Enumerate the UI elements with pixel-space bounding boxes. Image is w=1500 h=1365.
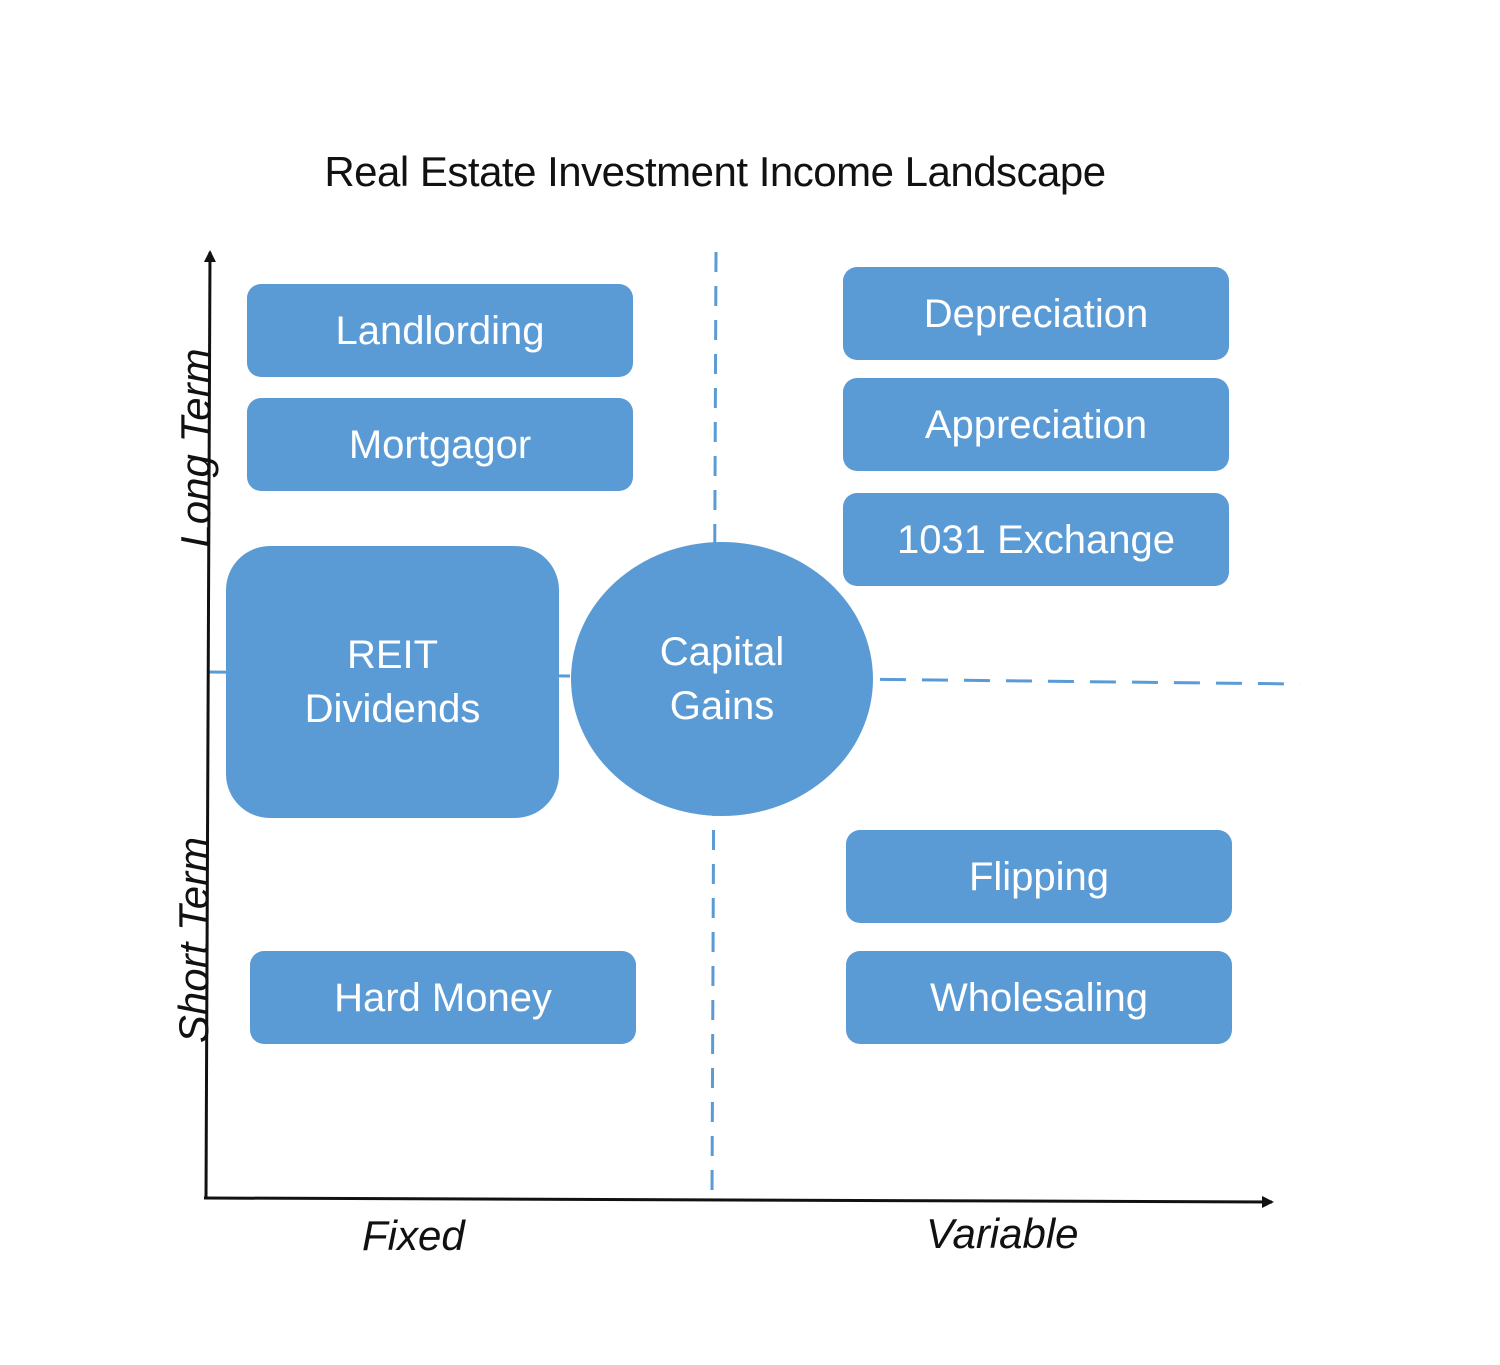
x-axis [203, 1195, 1274, 1208]
mortgagor-box: Mortgagor [247, 398, 633, 491]
y-axis-long-term-label: Long Term [172, 348, 219, 548]
depreciation-box: Depreciation [843, 267, 1229, 360]
capital-gains-circle: Capital Gains [571, 542, 873, 816]
y-axis [203, 250, 216, 1199]
wholesaling-box: Wholesaling [846, 951, 1232, 1044]
diagram-title: Real Estate Investment Income Landscape [324, 148, 1106, 195]
reit-dividends-box: REIT Dividends [226, 546, 559, 818]
x-axis-fixed-label: Fixed [362, 1212, 465, 1259]
vertical-divider [710, 251, 718, 1197]
flipping-box: Flipping [846, 830, 1232, 923]
x-axis-variable-label: Variable [926, 1210, 1079, 1257]
appreciation-box: Appreciation [843, 378, 1229, 471]
hard-money-box: Hard Money [250, 951, 636, 1044]
exchange-1031-box: 1031 Exchange [843, 493, 1229, 586]
y-axis-short-term-label: Short Term [170, 836, 217, 1044]
landlording-box: Landlording [247, 284, 633, 377]
